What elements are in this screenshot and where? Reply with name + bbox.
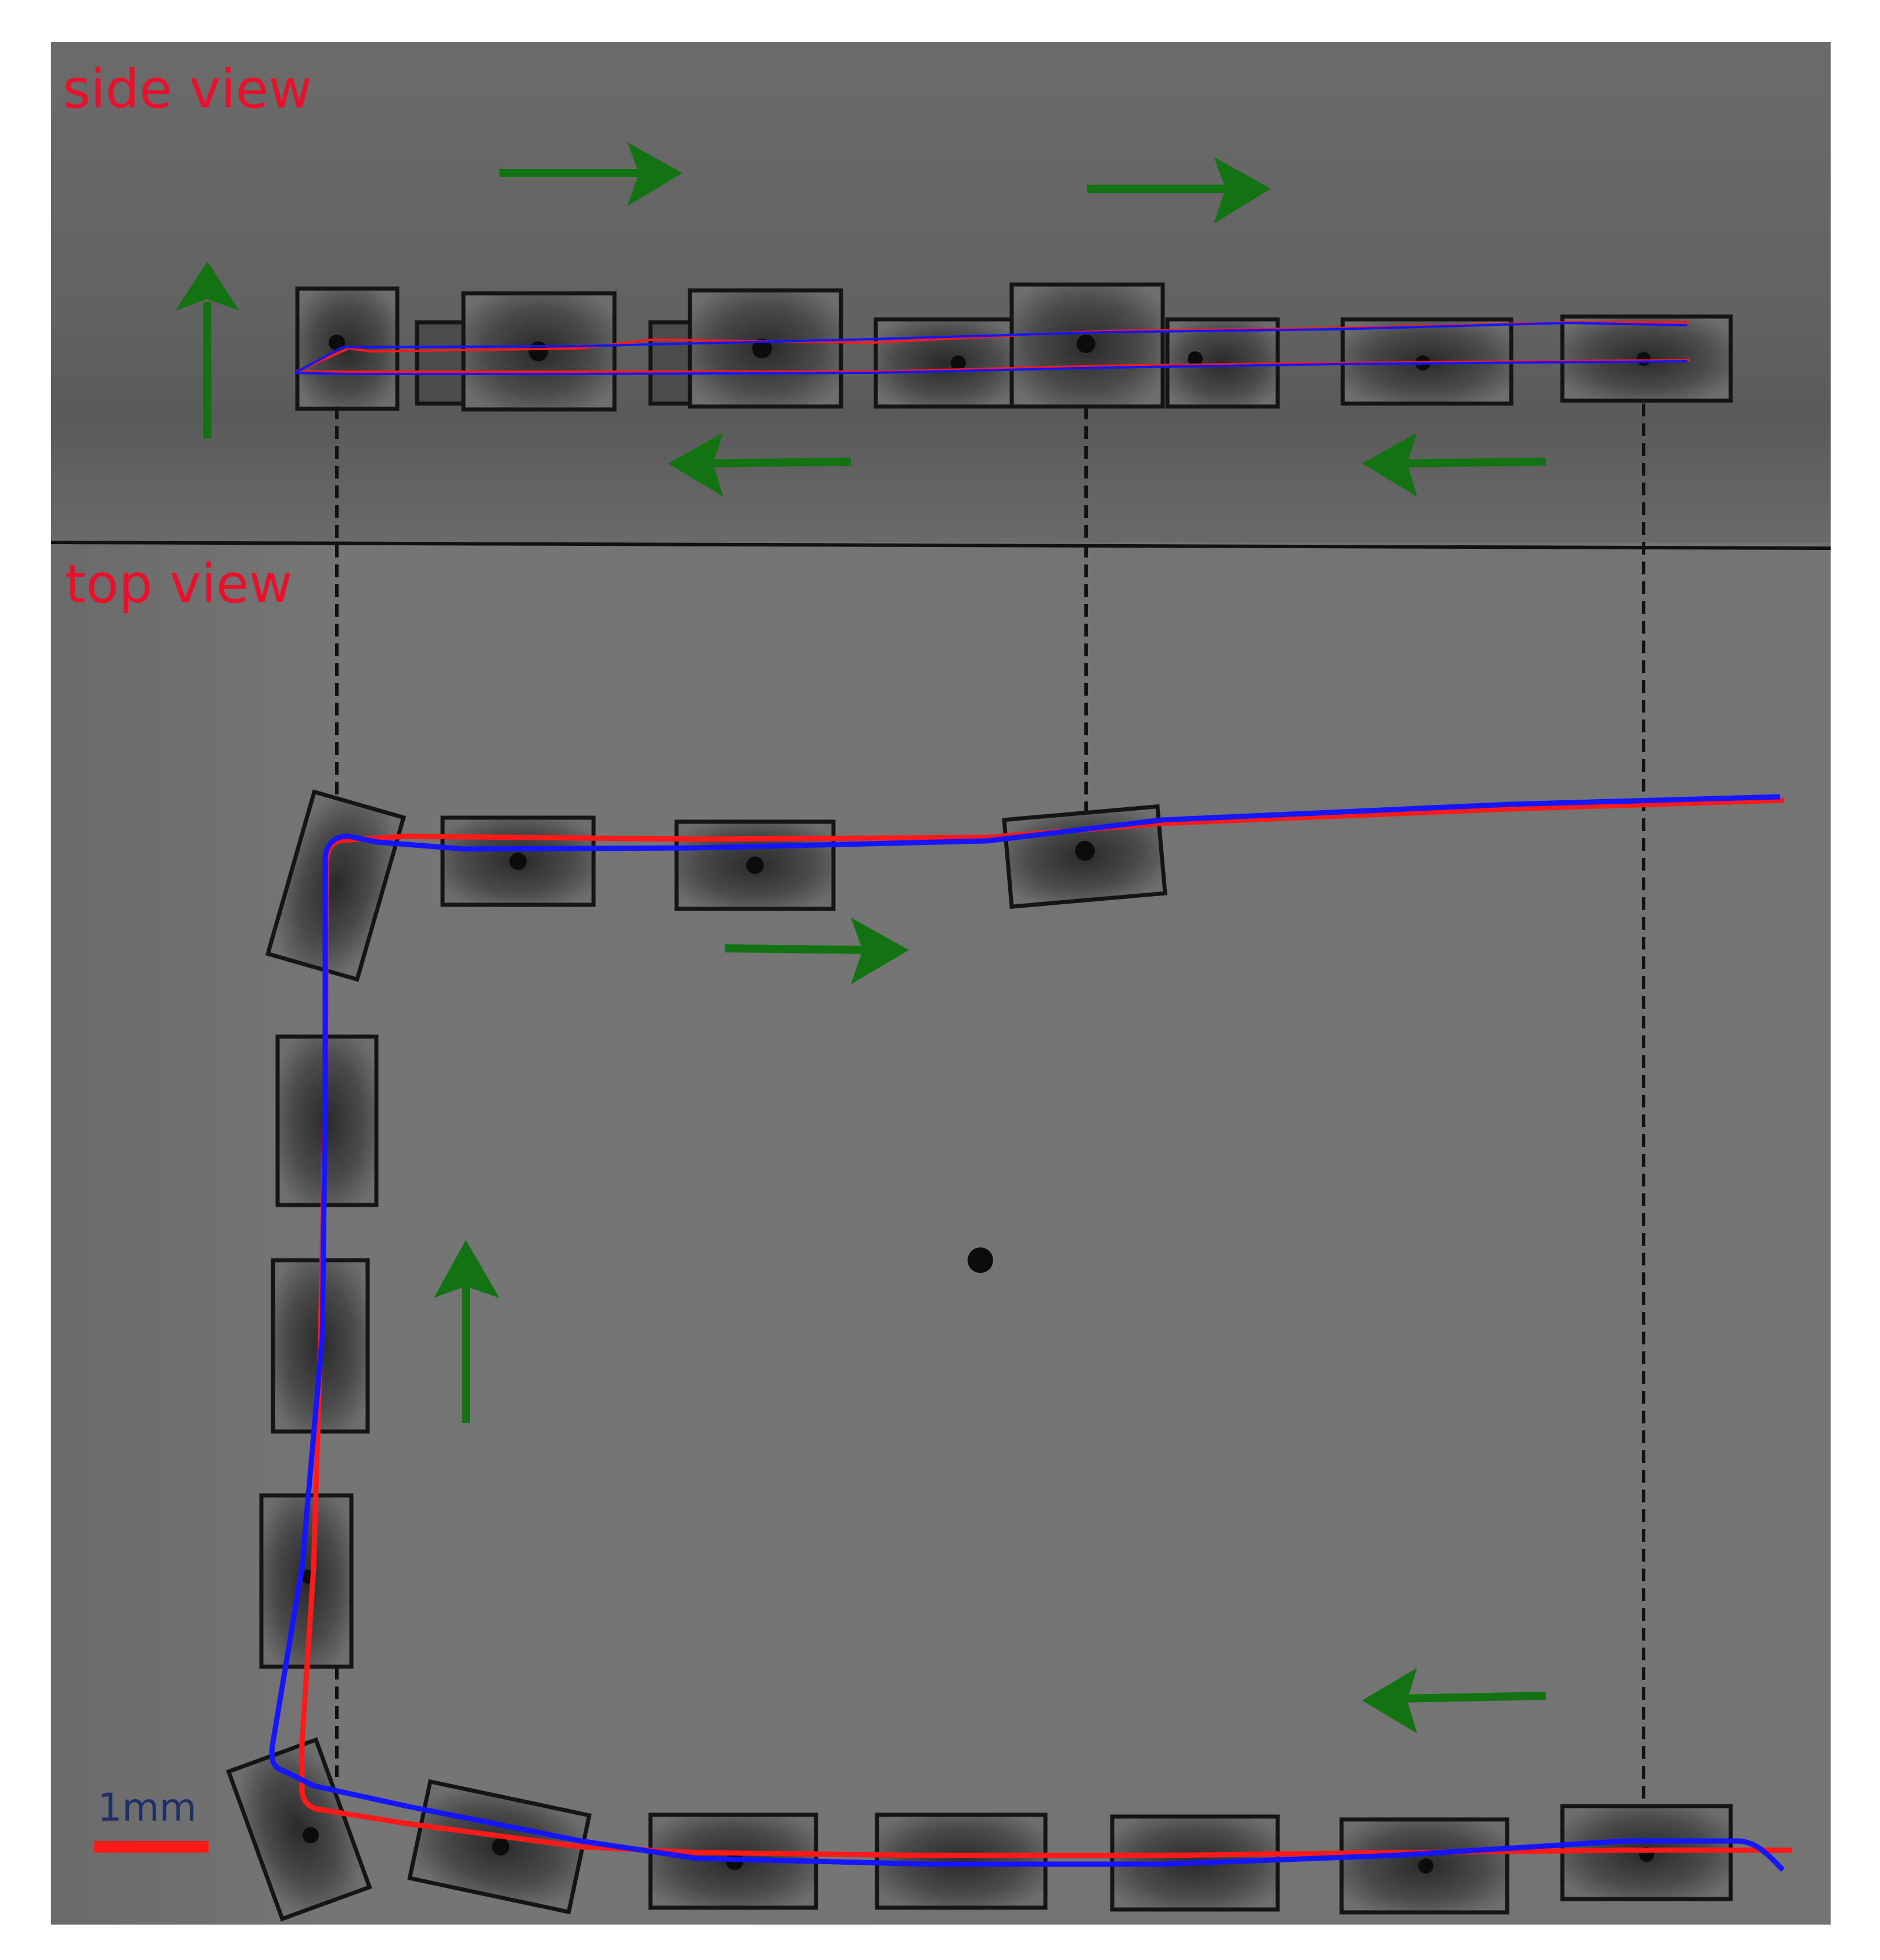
projection-lines bbox=[335, 404, 1645, 1835]
top-view-label: top view bbox=[65, 553, 293, 615]
scale-bar-label: 1mm bbox=[98, 1785, 197, 1830]
dot-icon bbox=[1418, 1858, 1433, 1873]
direction-arrows bbox=[175, 142, 1547, 1734]
dot-icon bbox=[492, 1838, 509, 1855]
scale-bar-line bbox=[94, 1841, 209, 1853]
arrow-icon bbox=[724, 918, 909, 984]
dot-icon bbox=[509, 853, 527, 870]
dot-icon bbox=[303, 1827, 319, 1843]
dot-icon bbox=[1077, 335, 1095, 353]
dot-icon bbox=[529, 341, 548, 361]
dot-icon bbox=[1637, 352, 1651, 366]
dot-icon bbox=[746, 857, 764, 874]
dot-icon bbox=[1075, 841, 1095, 861]
side-frame bbox=[874, 317, 1018, 409]
dot-icon bbox=[1188, 351, 1203, 366]
scale-bar: 1mm bbox=[94, 1785, 209, 1853]
dot-icon bbox=[329, 335, 345, 351]
arrow-icon bbox=[668, 433, 851, 497]
side-trajectory-blue bbox=[294, 321, 1688, 374]
side-trajectory-blue-return bbox=[294, 360, 1688, 375]
dot-icon bbox=[951, 355, 966, 371]
side-frame bbox=[461, 291, 617, 412]
panel-divider bbox=[51, 541, 1831, 550]
arrow-icon bbox=[499, 142, 682, 206]
arrow-icon bbox=[175, 261, 239, 438]
dot-icon bbox=[968, 1247, 993, 1273]
arrow-icon bbox=[1362, 1668, 1547, 1734]
top-trajectory-red bbox=[299, 797, 1792, 1858]
arrow-icon bbox=[1362, 433, 1547, 497]
arrow-icon bbox=[434, 1240, 499, 1423]
top-view-panel bbox=[51, 542, 1831, 1925]
top-frame bbox=[875, 1812, 1048, 1910]
top-trajectory-blue bbox=[269, 794, 1785, 1872]
dot-icon bbox=[752, 339, 772, 358]
side-view-label: side view bbox=[63, 58, 312, 120]
arrow-icon bbox=[1087, 157, 1271, 224]
